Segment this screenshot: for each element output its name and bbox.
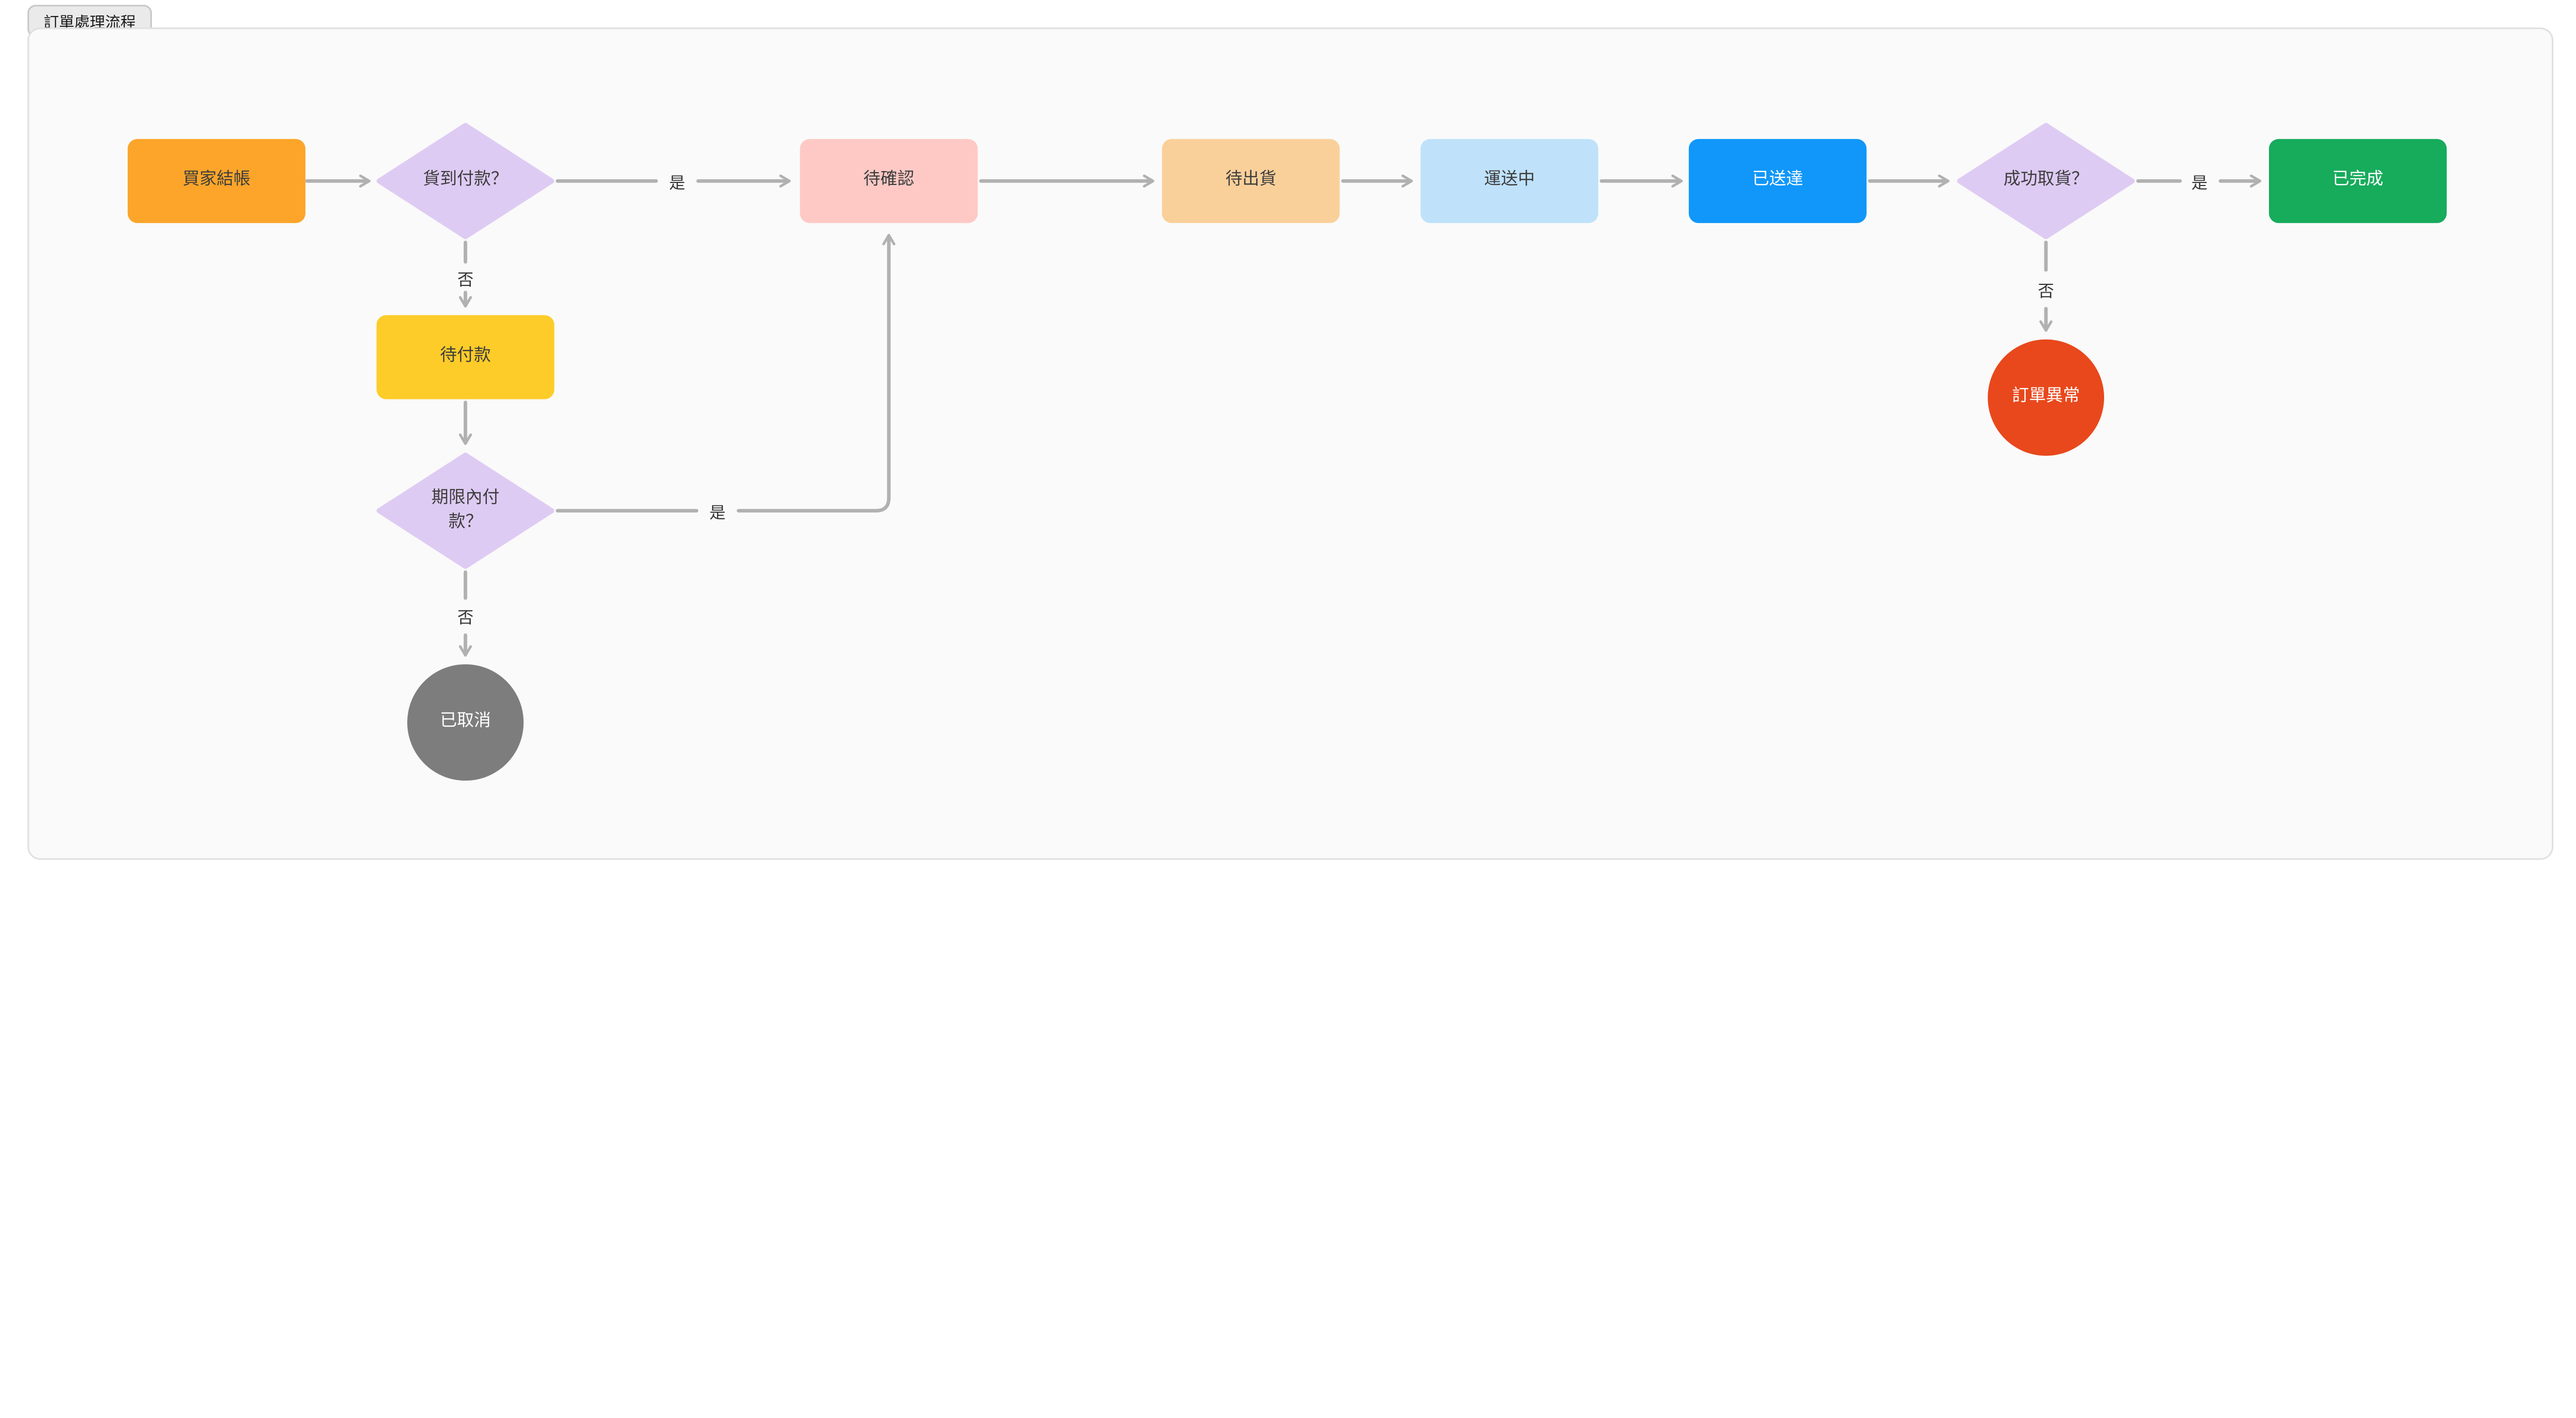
flowchart-stage: 訂單處理流程 買家結帳 貨到付款？ [27,5,2554,860]
node-awaiting-shipment[interactable]: 待出貨 [1162,139,1340,223]
diamond-shape [376,123,554,240]
node-order-abnormal-label: 訂單異常 [2012,386,2080,407]
node-awaiting-payment[interactable]: 待付款 [376,315,554,399]
node-cancelled[interactable]: 已取消 [407,664,524,781]
diamond-shape [1957,123,2135,240]
diamond-shape [376,452,554,569]
node-pending-confirmation-label: 待確認 [863,170,914,190]
node-buyer-checkout[interactable]: 買家結帳 [127,139,306,223]
node-in-transit[interactable]: 運送中 [1420,139,1599,223]
node-delivered[interactable]: 已送達 [1688,139,1867,223]
node-awaiting-shipment-label: 待出貨 [1225,170,1277,190]
edge-label-no-cod-payment: 否 [457,272,474,291]
node-completed[interactable]: 已完成 [2269,139,2447,223]
node-awaiting-payment-label: 待付款 [439,346,491,366]
edge-label-yes-pickup-completed: 是 [2191,175,2208,193]
node-cod-question[interactable]: 貨到付款？ [376,123,554,240]
node-cod-question-label: 貨到付款？ [423,170,508,190]
node-pickup-question[interactable]: 成功取貨？ [1957,123,2135,240]
node-in-transit-label: 運送中 [1484,170,1535,190]
node-buyer-checkout-label: 買家結帳 [182,170,251,190]
edge-label-yes-deadline-confirm: 是 [709,505,726,523]
node-deadline-question[interactable]: 期限內付款？ [376,452,554,569]
node-deadline-question-label: 期限內付款？ [431,487,500,532]
edge-label-no-pickup-abnormal: 否 [2038,283,2054,302]
node-pending-confirmation[interactable]: 待確認 [800,139,978,223]
node-pickup-question-label: 成功取貨？ [2003,170,2089,190]
node-order-abnormal[interactable]: 訂單異常 [1988,339,2105,456]
edge-label-yes-cod-confirm: 是 [669,175,685,193]
node-delivered-label: 已送達 [1752,170,1803,190]
node-completed-label: 已完成 [2332,170,2383,190]
edge-label-no-deadline-cancelled: 否 [457,610,474,628]
node-cancelled-label: 已取消 [439,712,491,732]
